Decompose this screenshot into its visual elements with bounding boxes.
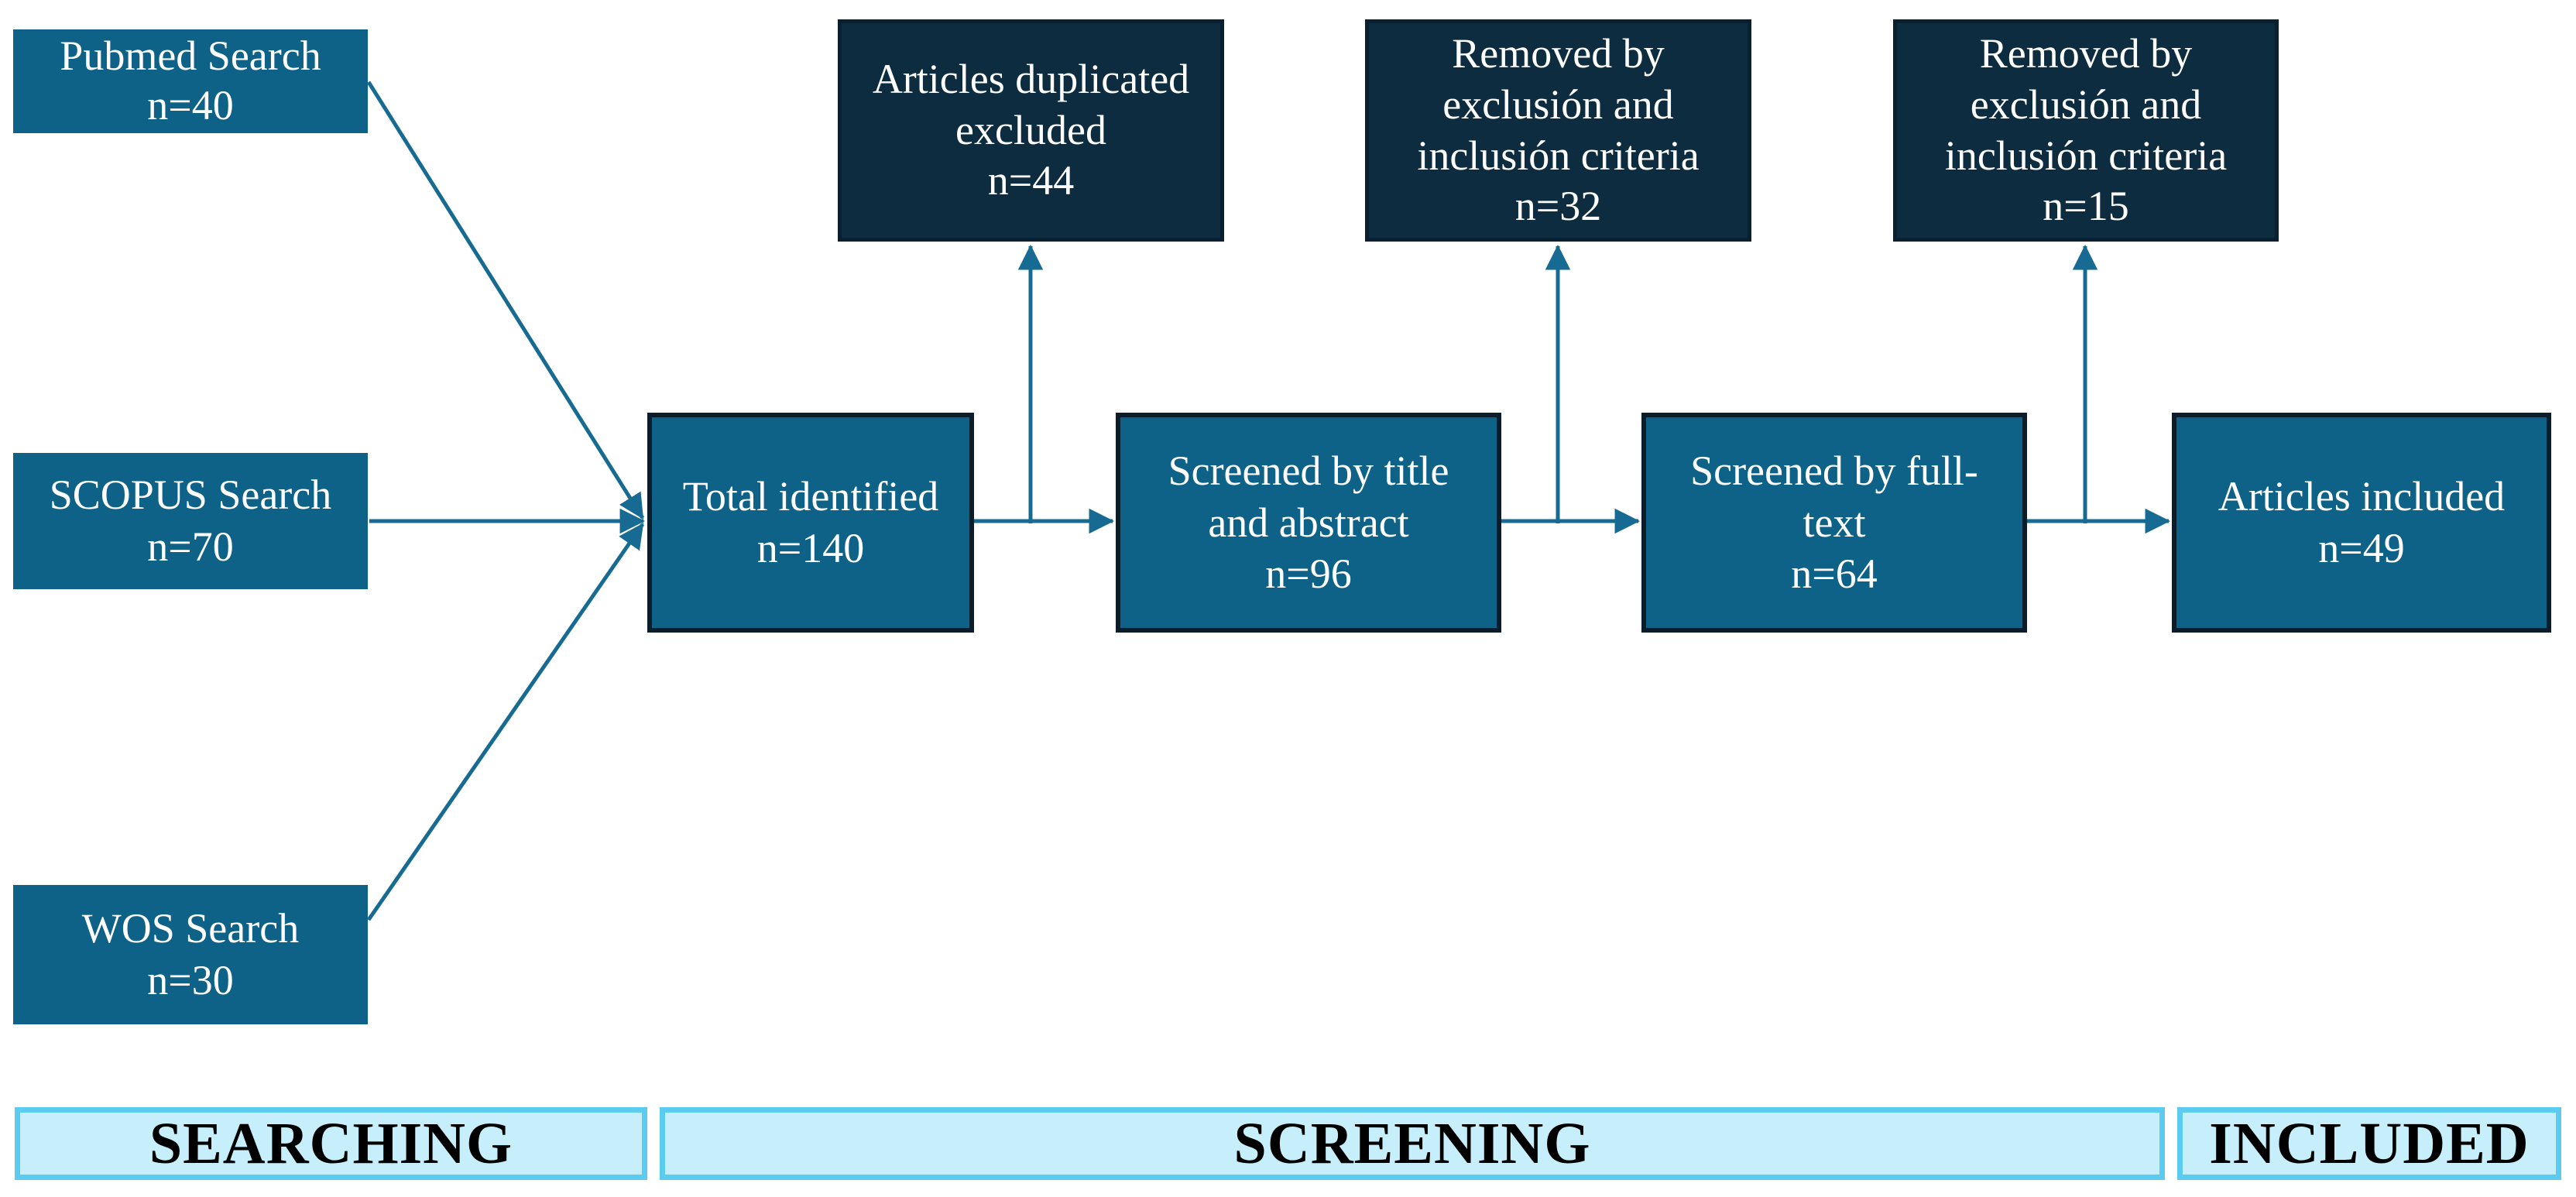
flow-box-articles-included: Articles included n=49 (2172, 413, 2551, 633)
exclusion-box-criteria-fulltext: Removed by exclusión and inclusión crite… (1893, 19, 2279, 242)
arrow-wos-to-total (366, 523, 645, 921)
arrow-pubmed-to-total (366, 81, 645, 520)
source-box-pubmed: Pubmed Search n=40 (13, 29, 368, 133)
flow-box-total-identified: Total identified n=140 (647, 413, 974, 633)
exclusion-box-criteria-title-abstract: Removed by exclusión and inclusión crite… (1365, 19, 1751, 242)
stage-band-searching: SEARCHING (15, 1107, 647, 1180)
stage-band-screening: SCREENING (660, 1107, 2165, 1180)
flow-box-screened-title-abstract: Screened by title and abstract n=96 (1116, 413, 1501, 633)
source-box-wos: WOS Search n=30 (13, 885, 368, 1024)
stage-band-included: INCLUDED (2177, 1107, 2561, 1180)
exclusion-box-duplicates: Articles duplicated excluded n=44 (838, 19, 1224, 242)
source-box-scopus: SCOPUS Search n=70 (13, 453, 368, 589)
flow-box-screened-fulltext: Screened by full- text n=64 (1641, 413, 2027, 633)
